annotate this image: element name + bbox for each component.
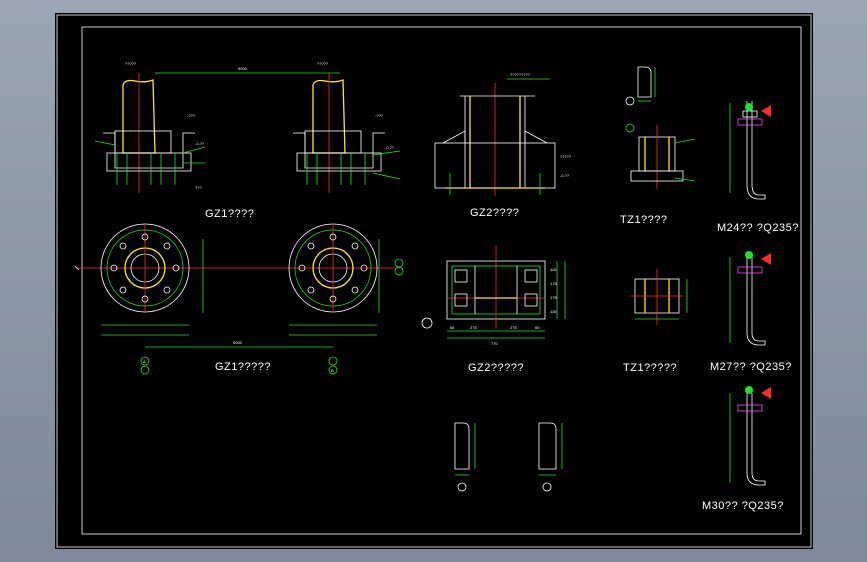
gz2-width-dim: 770 (491, 341, 498, 346)
caption-gz1-plan: GZ1????? (215, 361, 271, 373)
svg-text:?????????: ????????? (510, 72, 531, 77)
caption-gz2-plan: GZ2????? (468, 362, 524, 374)
svg-text:-0.??: -0.?? (385, 145, 395, 150)
gz2-col-dim: 275 (510, 325, 517, 330)
gz2-right-dim: 175 (550, 295, 557, 300)
tz1-plan: TZ1????? (623, 269, 688, 374)
gz2-col-dim: 275 (470, 325, 477, 330)
gz2-col-dim: 65 (450, 325, 455, 330)
caption-tz1-elevation: TZ1???? (620, 214, 668, 226)
top-span-dim: 9000 (238, 66, 248, 71)
gz2-plan: 770 65 275 275 65 115 175 175 115 GZ2???… (421, 245, 566, 374)
anchor-bolt-m27: M27?? ?Q235? (710, 251, 792, 373)
axis-mark-b: B (331, 368, 334, 373)
svg-text:-0.??: -0.?? (195, 141, 205, 146)
anchor-bolt-m24: M24?? ?Q235? (717, 101, 799, 234)
gz1-plan: 9000 A B GZ1????? (74, 223, 404, 375)
plan-span-dim: 9000 (233, 340, 243, 345)
svg-text:???: ??? (195, 185, 202, 190)
outer-border (56, 14, 812, 548)
gz2-right-dim: 175 (550, 281, 557, 286)
caption-gz1-elevation: GZ1???? (205, 208, 254, 220)
svg-text:-???: -??? (187, 113, 196, 118)
drawing-sheet[interactable]: 9000 ????? -??? -0.?? ??? (55, 13, 813, 549)
caption-gz2-elevation: GZ2???? (470, 207, 519, 219)
svg-text:-???: -??? (375, 113, 384, 118)
anchor-bolt-m30: M30?? ?Q235? (702, 386, 784, 512)
tz1-elevation: TZ1???? (620, 66, 696, 226)
gz1-elevation: 9000 ????? -??? -0.?? ??? (94, 61, 401, 220)
caption-bolt-m24: M24?? ?Q235? (717, 222, 799, 234)
drawing-canvas: 9000 ????? -??? -0.?? ??? (56, 14, 812, 548)
plate-details (454, 422, 563, 492)
svg-text:-0.??: -0.?? (560, 173, 570, 178)
svg-text:?????: ????? (317, 61, 329, 66)
gz2-elevation: ????????? ????? -0.?? GZ2???? (434, 72, 572, 219)
inner-border (81, 26, 802, 535)
gz2-right-dim: 115 (550, 267, 557, 272)
axis-mark-a: A (143, 359, 146, 364)
gz2-col-dim: 65 (535, 325, 540, 330)
svg-text:?????: ????? (125, 61, 137, 66)
caption-bolt-m30: M30?? ?Q235? (702, 500, 784, 512)
caption-tz1-plan: TZ1????? (623, 362, 677, 374)
caption-bolt-m27: M27?? ?Q235? (710, 361, 792, 373)
gz2-right-dim: 115 (550, 309, 557, 314)
svg-text:?????: ????? (560, 154, 572, 159)
